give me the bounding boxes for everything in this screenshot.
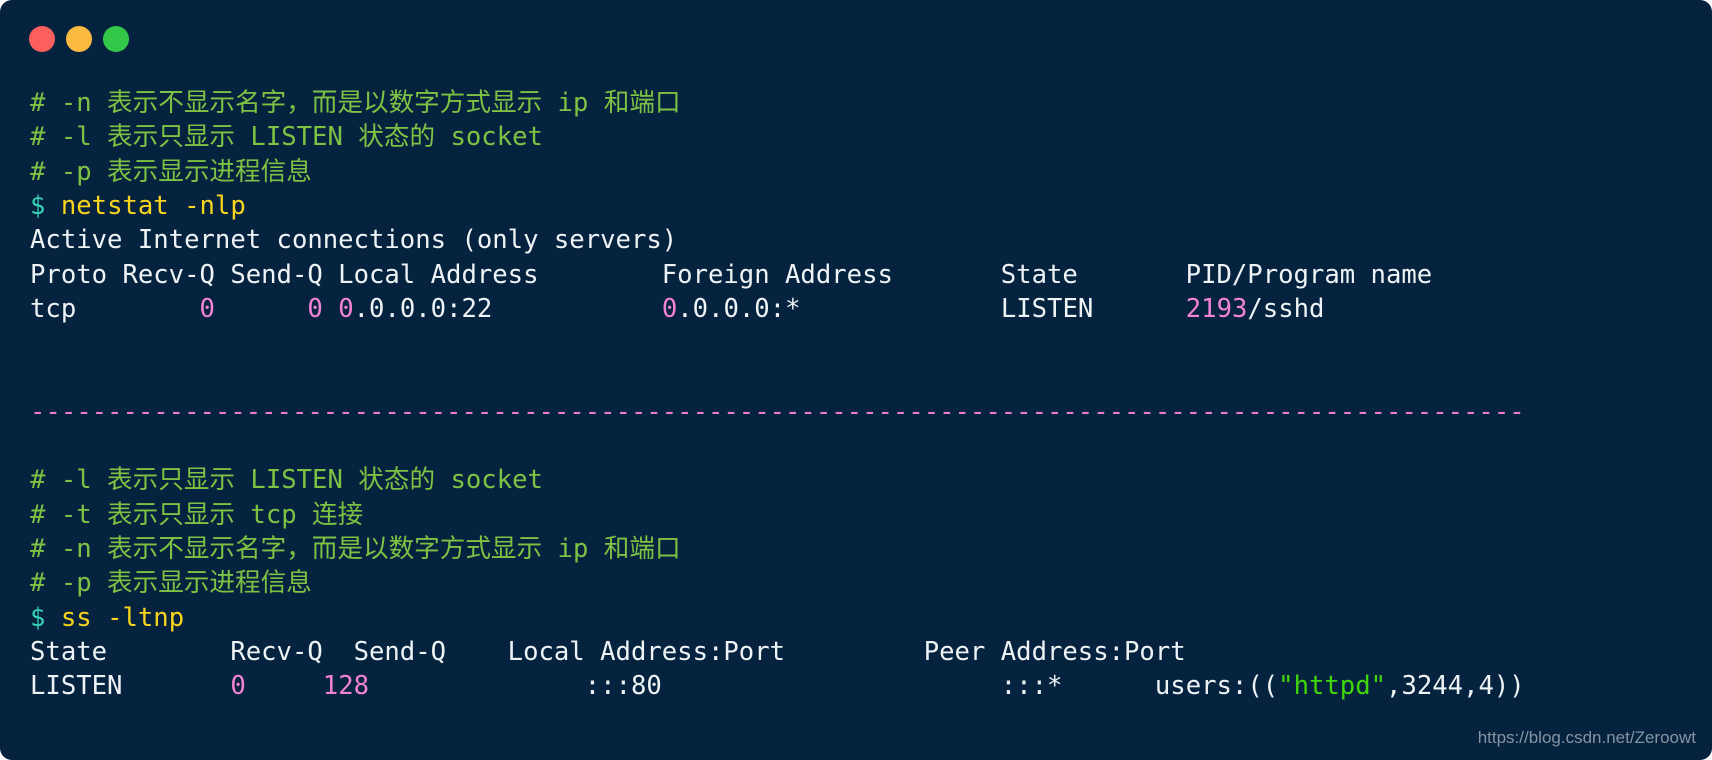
number-text: 128 [322, 671, 370, 702]
terminal-line: $ ss -ltnp [30, 601, 1702, 635]
plain-text: .0.0.0:* LISTEN [677, 293, 1186, 324]
terminal-line: # -t 表示只显示 tcp 连接 [30, 498, 1702, 532]
terminal-line: $ netstat -nlp [30, 189, 1702, 223]
watermark: https://blog.csdn.net/Zeroowt [1477, 728, 1696, 747]
close-button-icon[interactable] [29, 26, 55, 52]
plain-text: /sshd [1247, 293, 1325, 324]
command-text: ss -ltnp [60, 602, 185, 633]
window-controls [29, 26, 129, 52]
plain-text [246, 671, 323, 701]
terminal-line: tcp 0 0 0.0.0.0:22 0.0.0.0:* LISTEN 2193… [30, 292, 1702, 326]
plain-text: State Recv-Q Send-Q Local Address:Port P… [30, 637, 1186, 667]
string-text: "httpd" [1278, 671, 1387, 702]
terminal-line: # -n 表示不显示名字，而是以数字方式显示 ip 和端口 [30, 86, 1702, 120]
prompt-text: $ [30, 602, 46, 633]
number-text: 0 [307, 293, 323, 324]
comment-text: # -l 表示只显示 LISTEN 状态的 socket [30, 122, 543, 153]
maximize-button-icon[interactable] [103, 26, 129, 52]
comment-text: # -l 表示只显示 LISTEN 状态的 socket [30, 465, 543, 496]
plain-text: LISTEN [30, 671, 231, 702]
separator-text: ----------------------------------------… [30, 396, 1525, 427]
comment-text: # -n 表示不显示名字，而是以数字方式显示 ip 和端口 [30, 88, 681, 118]
comment-text: # -p 表示显示进程信息 [30, 156, 312, 187]
comment-text: # -n 表示不显示名字，而是以数字方式显示 ip 和端口 [30, 534, 681, 565]
terminal-line: # -p 表示显示进程信息 [30, 155, 1702, 189]
plain-text: ,3244,4)) [1386, 671, 1525, 702]
terminal-line: # -l 表示只显示 LISTEN 状态的 socket [30, 120, 1702, 154]
plain-text [45, 191, 60, 221]
number-text: 2193 [1185, 293, 1248, 324]
plain-text [215, 294, 307, 324]
comment-text: # -t 表示只显示 tcp 连接 [30, 499, 364, 530]
terminal-line: # -p 表示显示进程信息 [30, 566, 1702, 600]
terminal-line [30, 361, 1702, 395]
terminal-line: State Recv-Q Send-Q Local Address:Port P… [30, 635, 1702, 669]
command-text: netstat -nlp [60, 190, 246, 221]
terminal-line: LISTEN 0 128 :::80 :::* users:(("httpd",… [30, 669, 1702, 703]
plain-text: .0.0.0:22 [353, 293, 662, 324]
terminal-line: Active Internet connections (only server… [30, 223, 1702, 257]
prompt-text: $ [30, 190, 46, 221]
terminal-line: # -n 表示不显示名字，而是以数字方式显示 ip 和端口 [30, 532, 1702, 566]
number-text: 0 [199, 293, 215, 324]
plain-text: :::80 :::* users:(( [369, 671, 1279, 702]
terminal-output: # -n 表示不显示名字，而是以数字方式显示 ip 和端口 # -l 表示只显示 … [30, 86, 1702, 704]
terminal-line [30, 429, 1702, 463]
terminal-line [30, 326, 1702, 360]
plain-text: Proto Recv-Q Send-Q Local Address Foreig… [30, 259, 1433, 290]
comment-text: # -p 表示显示进程信息 [30, 568, 312, 599]
plain-text: tcp [30, 293, 200, 324]
plain-text: Active Internet connections (only server… [30, 225, 678, 256]
number-text: 0 [661, 293, 678, 324]
number-text: 0 [230, 671, 246, 702]
plain-text [323, 294, 338, 324]
terminal-line: # -l 表示只显示 LISTEN 状态的 socket [30, 463, 1702, 497]
terminal-line: ----------------------------------------… [30, 395, 1702, 429]
number-text: 0 [338, 293, 354, 324]
minimize-button-icon[interactable] [66, 26, 92, 52]
terminal-line: Proto Recv-Q Send-Q Local Address Foreig… [30, 258, 1702, 292]
plain-text [45, 603, 60, 633]
